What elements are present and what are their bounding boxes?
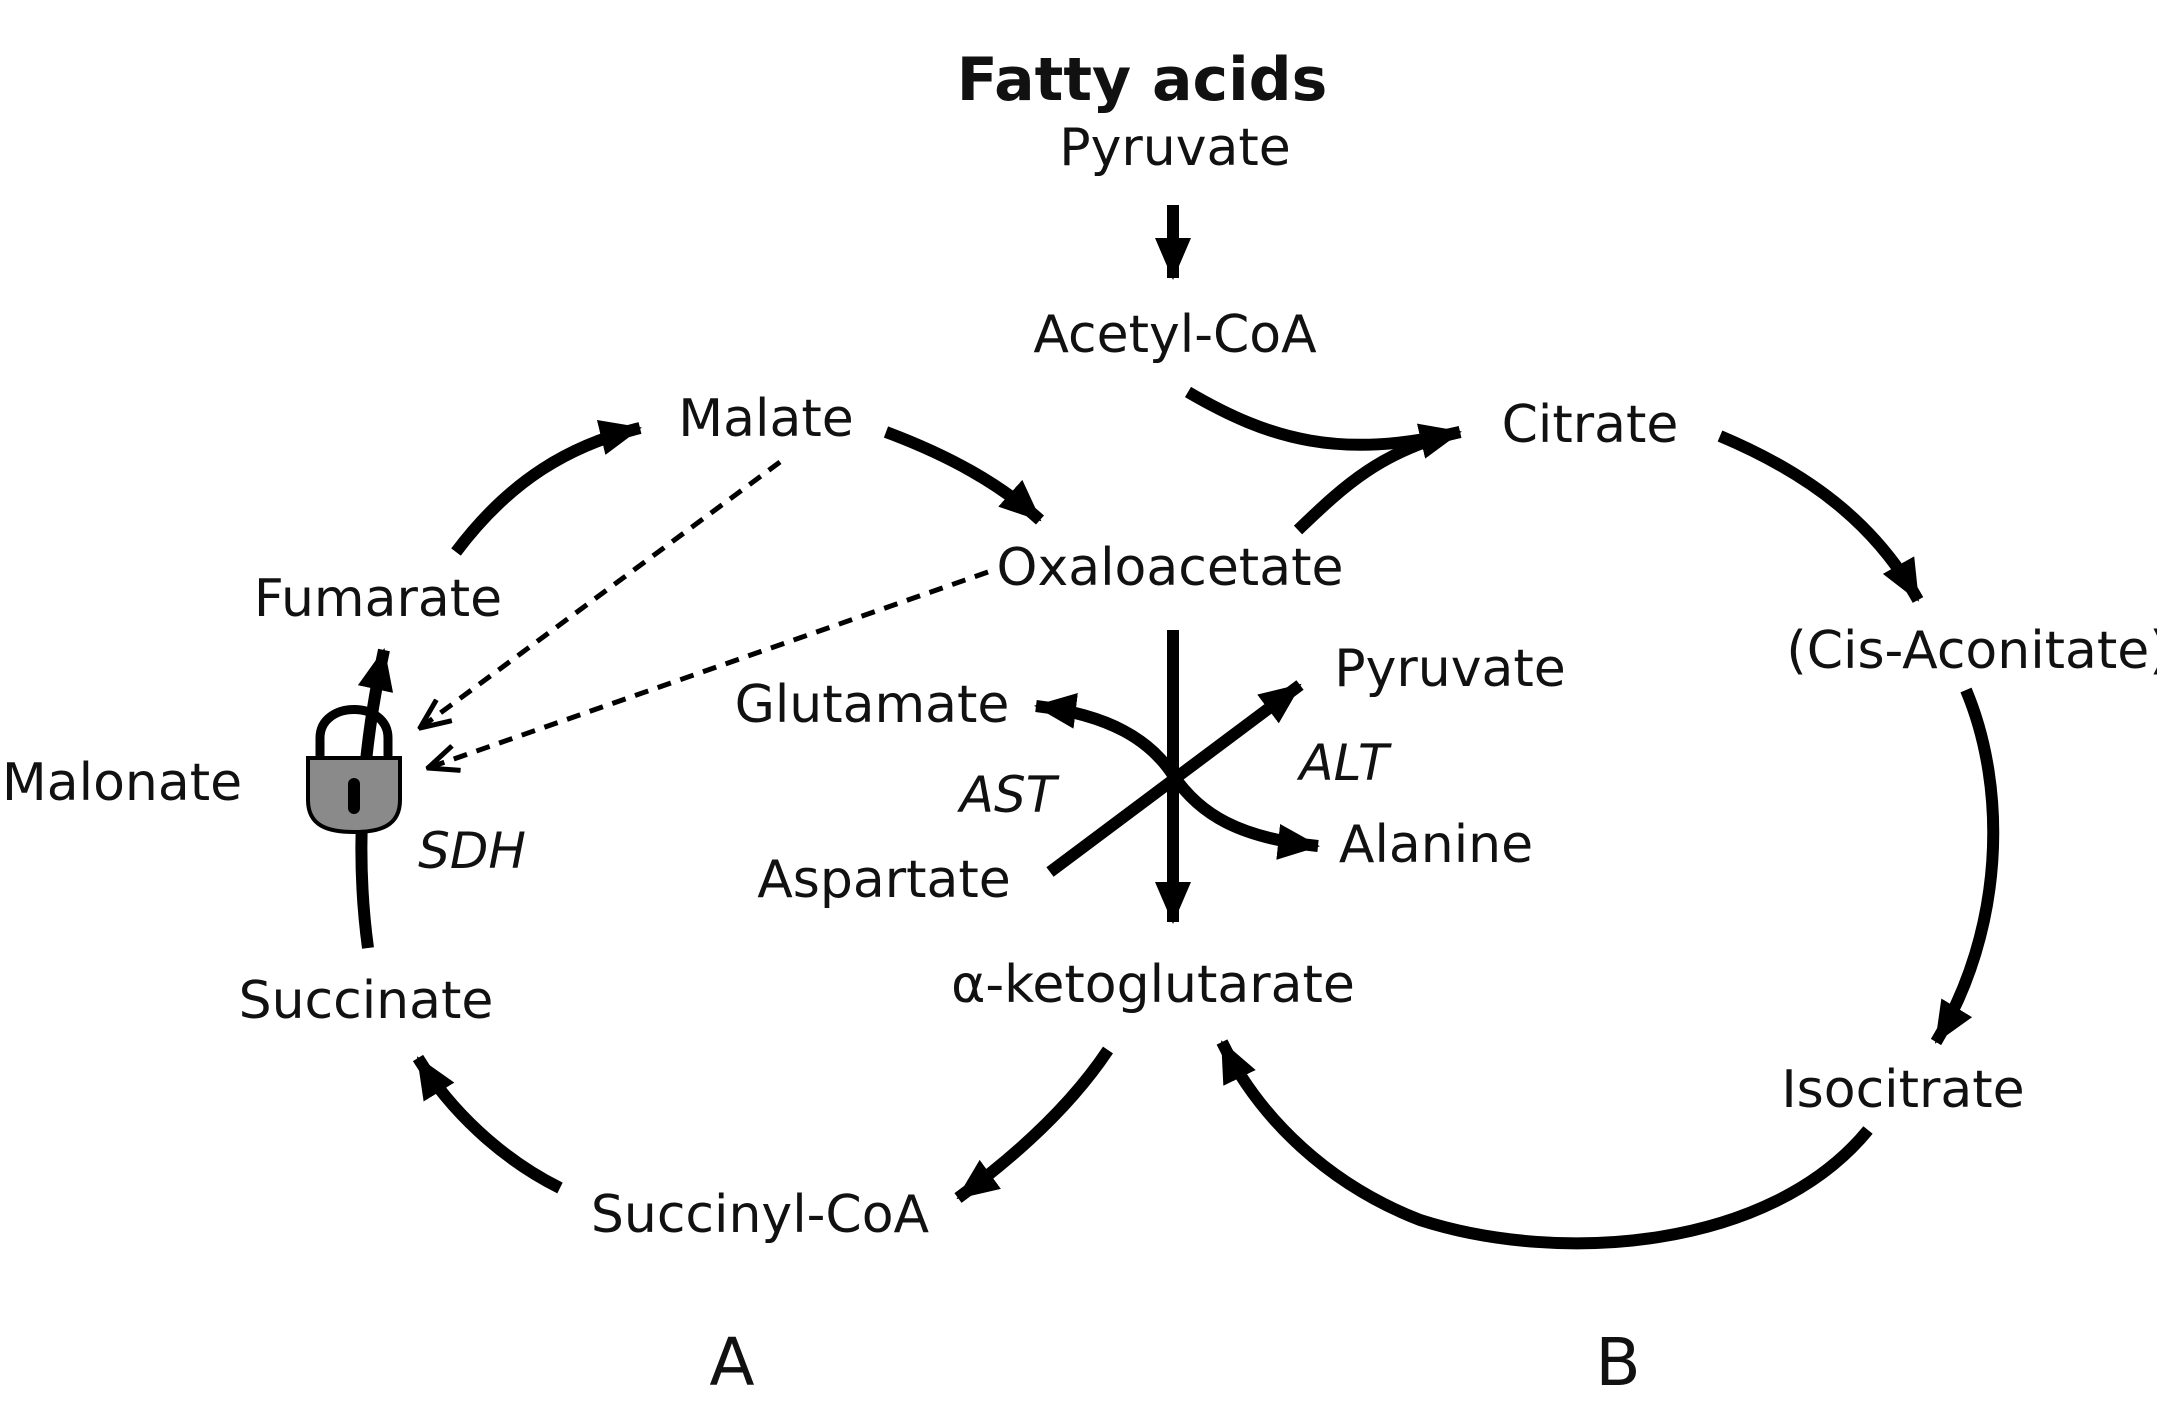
label-succinyl-coa: Succinyl-CoA: [591, 1185, 930, 1245]
label-aspartate: Aspartate: [757, 850, 1011, 910]
label-ast: AST: [957, 766, 1060, 824]
label-cis-aconitate: (Cis-Aconitate): [1786, 621, 2157, 681]
label-isocitrate: Isocitrate: [1781, 1060, 2024, 1120]
arrow-citrate-to-cisaconitate: [1717, 430, 1924, 603]
arrow-malate-to-oxaloacetate: [883, 426, 1045, 525]
label-pyruvate-right: Pyruvate: [1334, 639, 1566, 699]
arrow-isocitrate-to-alphaketoglutarate: [1216, 1039, 1873, 1250]
label-acetyl-coa: Acetyl-CoA: [1033, 305, 1317, 365]
label-glutamate: Glutamate: [735, 675, 1010, 735]
title-fatty-acids: Fatty acids: [957, 45, 1328, 115]
label-pyruvate-top: Pyruvate: [1059, 118, 1291, 178]
label-malonate: Malonate: [2, 753, 242, 813]
arrow-alphaketoglutarate-to-succinylcoa: [954, 1046, 1113, 1203]
arrow-succinylcoa-to-succinate: [412, 1054, 563, 1194]
dashed-arrow-oxaloacetate-to-sdh: [428, 569, 989, 768]
arrow-acetylcoa-to-citrate: [1184, 386, 1462, 459]
label-alpha-ketoglutarate: α-ketoglutarate: [951, 955, 1355, 1015]
label-succinate: Succinate: [239, 971, 494, 1031]
label-alanine: Alanine: [1339, 815, 1533, 875]
padlock-icon: [306, 705, 402, 835]
label-malate: Malate: [678, 389, 853, 449]
arrow-oxaloacetate-to-citrate: [1293, 426, 1462, 535]
label-alt: ALT: [1296, 734, 1392, 792]
dashed-arrow-malate-to-sdh: [420, 459, 782, 728]
panel-label-b: B: [1595, 1324, 1640, 1401]
label-oxaloacetate: Oxaloacetate: [997, 538, 1344, 598]
label-fumarate: Fumarate: [254, 569, 502, 629]
arrow-to-alanine: [1168, 771, 1320, 860]
arrow-to-glutamate: [1034, 692, 1179, 779]
arrow-fumarate-to-malate: [451, 419, 642, 556]
label-citrate: Citrate: [1502, 395, 1679, 455]
arrow-cisaconitate-to-isocitrate: [1930, 687, 2000, 1046]
panel-label-a: A: [709, 1324, 754, 1401]
label-sdh: SDH: [418, 822, 526, 880]
